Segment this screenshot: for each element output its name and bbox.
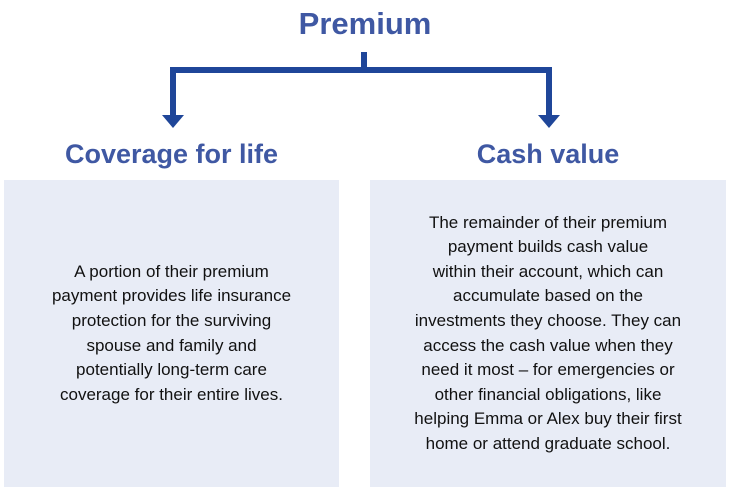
coverage-for-life-description: A portion of their premium payment provi… xyxy=(51,261,292,404)
premium-title: Premium xyxy=(298,6,432,41)
connector-stem xyxy=(361,52,367,70)
connector-lines xyxy=(170,52,552,117)
right-arrow-shaft xyxy=(546,67,552,117)
cash-value-box: The remainder of their premium payment b… xyxy=(370,180,726,487)
arrow-down-icon xyxy=(162,115,184,128)
arrow-down-icon xyxy=(538,115,560,128)
heading-coverage-for-life: Coverage for life xyxy=(64,139,279,169)
heading-cash-value: Cash value xyxy=(476,139,620,169)
left-arrow-shaft xyxy=(170,67,176,117)
coverage-for-life-box: A portion of their premium payment provi… xyxy=(4,180,339,487)
cash-value-description: The remainder of their premium payment b… xyxy=(414,212,682,453)
branch-connector xyxy=(162,52,560,128)
connector-horizontal-bar xyxy=(170,67,552,73)
